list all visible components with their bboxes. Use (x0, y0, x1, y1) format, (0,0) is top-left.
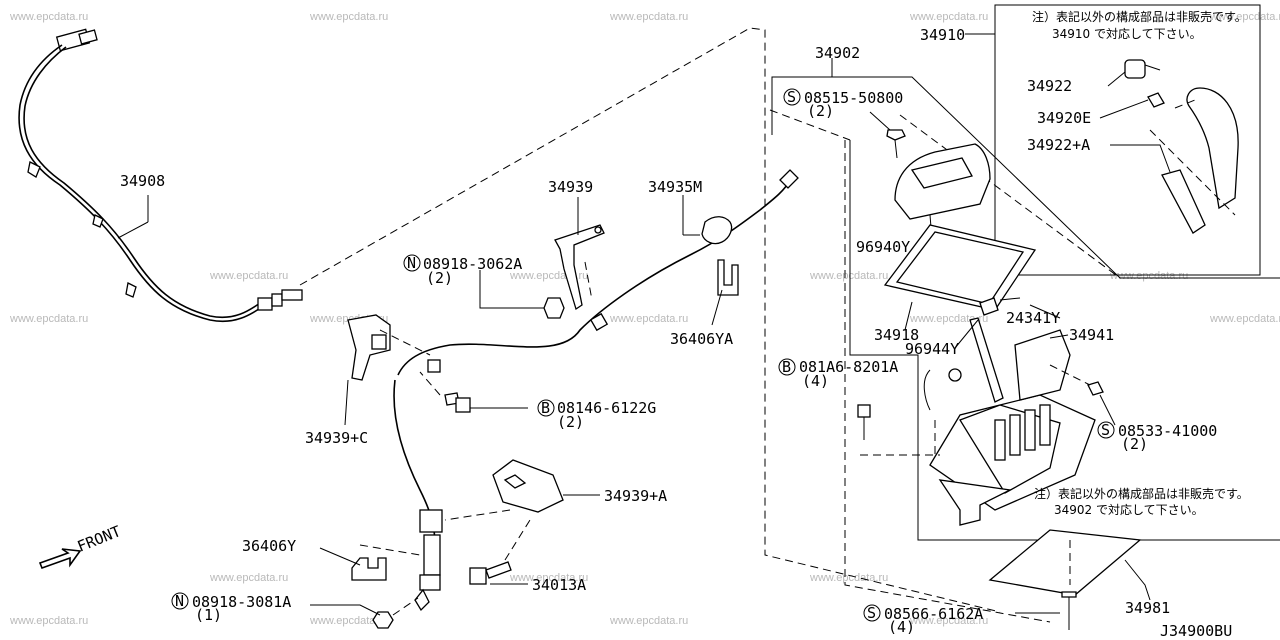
front-arrow: FRONT (38, 522, 124, 570)
bolt-symbol: B (541, 399, 550, 417)
label-34939: 34939 (548, 178, 593, 196)
screw-symbol-3: S (867, 604, 876, 622)
qty-08146-6122G: (2) (557, 413, 584, 431)
svg-text:www.epcdata.ru: www.epcdata.ru (309, 11, 388, 23)
bolt-08146-6122G (419, 371, 528, 413)
qty-08533-41000: (2) (1121, 435, 1148, 453)
label-34918: 34918 (874, 326, 919, 344)
svg-text:www.epcdata.ru: www.epcdata.ru (9, 313, 88, 325)
label-34920E: 34920E (1037, 109, 1091, 127)
svg-text:www.epcdata.ru: www.epcdata.ru (609, 11, 688, 23)
svg-text:www.epcdata.ru: www.epcdata.ru (1109, 270, 1188, 282)
bracket-34939 (479, 197, 605, 319)
nut-08918-3081A (310, 597, 419, 629)
label-34922: 34922 (1027, 77, 1072, 95)
bolt-symbol-2: B (782, 358, 791, 376)
label-34981: 34981 (1125, 599, 1170, 617)
label-96940Y: 96940Y (856, 238, 910, 256)
bolt-081A6-8201A (857, 404, 940, 456)
nut-symbol: N (407, 254, 416, 272)
svg-text:www.epcdata.ru: www.epcdata.ru (609, 615, 688, 627)
screw-08566-6162A (1015, 591, 1077, 630)
qty-08566-6162A: (4) (888, 618, 915, 636)
qty-081A6-8201A: (4) (802, 372, 829, 390)
screw-symbol: S (787, 88, 796, 106)
clip-36406YA (711, 259, 739, 326)
lever-base (923, 297, 1116, 526)
label-34910: 34910 (920, 26, 965, 44)
dashed-guides (299, 27, 1051, 623)
label-08515-50800: 08515-50800 (804, 89, 903, 107)
label-34908: 34908 (120, 172, 165, 190)
screw-symbol-2: S (1101, 421, 1110, 439)
label-34941: 34941 (1069, 326, 1114, 344)
label-24341Y: 24341Y (1006, 309, 1060, 327)
bracket-34939C (344, 314, 431, 426)
svg-text:www.epcdata.ru: www.epcdata.ru (1209, 11, 1280, 23)
svg-text:www.epcdata.ru: www.epcdata.ru (209, 270, 288, 282)
label-34935M: 34935M (648, 178, 702, 196)
svg-text:www.epcdata.ru: www.epcdata.ru (9, 615, 88, 627)
label-96944Y: 96944Y (905, 340, 959, 358)
screw-08515-50800 (869, 111, 906, 159)
bolt-34013A (469, 519, 531, 585)
label-34939A: 34939+A (604, 487, 667, 505)
labels: 34908 34939 34935M N 08918-3062A (2) 364… (120, 9, 1249, 640)
label-08918-3062A: 08918-3062A (423, 255, 522, 273)
label-34939C: 34939+C (305, 429, 368, 447)
svg-text:www.epcdata.ru: www.epcdata.ru (9, 11, 88, 23)
note-34910-line2: 34910 で対応して下さい。 (1052, 27, 1202, 41)
note-34902-line1: 注）表記以外の構成部品は非販売です。 (1034, 486, 1249, 501)
leader-lines (831, 58, 1069, 349)
label-36406Y: 36406Y (242, 537, 296, 555)
qty-08918-3081A: (1) (195, 606, 222, 624)
qty-08515-50800: (2) (807, 102, 834, 120)
label-08566-6162A: 08566-6162A (884, 605, 983, 623)
label-081A6-8201A: 081A6-8201A (799, 358, 898, 376)
cable-34935M (393, 169, 799, 612)
svg-text:www.epcdata.ru: www.epcdata.ru (309, 615, 388, 627)
knob-note-box (994, 4, 1261, 276)
note-34902-line2: 34902 で対応して下さい。 (1054, 503, 1204, 517)
label-08918-3081A: 08918-3081A (192, 593, 291, 611)
label-36406YA: 36406YA (670, 330, 733, 348)
note-34910-line1: 注）表記以外の構成部品は非販売です。 (1032, 9, 1247, 24)
label-08533-41000: 08533-41000 (1118, 422, 1217, 440)
diagram-code: J34900BU (1160, 622, 1232, 640)
svg-text:FRONT: FRONT (75, 522, 124, 556)
plate-34981 (988, 529, 1151, 601)
console-96940Y (894, 143, 991, 241)
label-34922A: 34922+A (1027, 136, 1090, 154)
svg-text:www.epcdata.ru: www.epcdata.ru (609, 313, 688, 325)
svg-text:www.epcdata.ru: www.epcdata.ru (909, 313, 988, 325)
svg-text:www.epcdata.ru: www.epcdata.ru (909, 615, 988, 627)
svg-text:www.epcdata.ru: www.epcdata.ru (1209, 313, 1280, 325)
shift-knob (899, 59, 1239, 279)
label-34902: 34902 (815, 44, 860, 62)
svg-text:www.epcdata.ru: www.epcdata.ru (509, 572, 588, 584)
label-34013A: 34013A (532, 576, 586, 594)
label-08146-6122G: 08146-6122G (557, 399, 656, 417)
bracket-34939A (444, 459, 600, 521)
boot-34918 (883, 224, 1037, 331)
svg-text:www.epcdata.ru: www.epcdata.ru (809, 572, 888, 584)
cable-34908 (18, 28, 303, 323)
nut-symbol-2: N (175, 592, 184, 610)
qty-08918-3062A: (2) (426, 269, 453, 287)
clip-36406Y (319, 544, 421, 581)
svg-text:www.epcdata.ru: www.epcdata.ru (209, 572, 288, 584)
svg-text:www.epcdata.ru: www.epcdata.ru (909, 11, 988, 23)
svg-text:www.epcdata.ru: www.epcdata.ru (809, 270, 888, 282)
